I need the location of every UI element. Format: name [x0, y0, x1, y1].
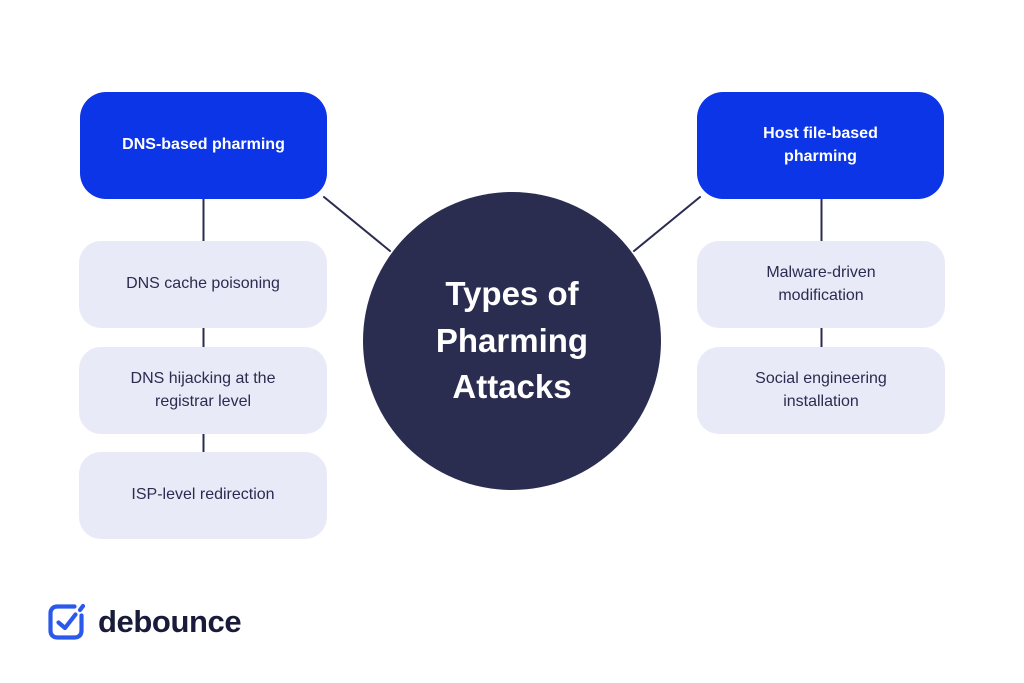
node-label: Malware-driven modification — [766, 264, 876, 304]
node-label: DNS hijacking at the registrar level — [130, 370, 276, 410]
branch-host-file-based-pharming: Host file-based pharming — [697, 92, 944, 199]
diagram-title: Types of Pharming Attacks — [435, 274, 589, 406]
check-badge-icon — [48, 603, 86, 640]
node-label: Social engineering installation — [755, 370, 887, 410]
connector-left-diagonal — [323, 196, 391, 252]
node-malware-driven-modification: Malware-driven modification — [697, 241, 945, 328]
node-isp-level-redirection: ISP-level redirection — [79, 452, 327, 539]
node-label: ISP-level redirection — [131, 486, 275, 504]
connector-right-diagonal — [633, 196, 701, 252]
node-dns-hijacking-registrar: DNS hijacking at the registrar level — [79, 347, 327, 434]
branch-dns-based-pharming: DNS-based pharming — [80, 92, 327, 199]
node-label: DNS cache poisoning — [126, 275, 280, 293]
branch-label: DNS-based pharming — [122, 136, 285, 154]
node-social-engineering-installation: Social engineering installation — [697, 347, 945, 434]
node-dns-cache-poisoning: DNS cache poisoning — [79, 241, 327, 328]
debounce-logo: debounce — [44, 600, 242, 644]
branch-label: Host file-based pharming — [763, 125, 878, 165]
center-node: Types of Pharming Attacks — [363, 192, 661, 490]
brand-wordmark: debounce — [98, 604, 242, 639]
